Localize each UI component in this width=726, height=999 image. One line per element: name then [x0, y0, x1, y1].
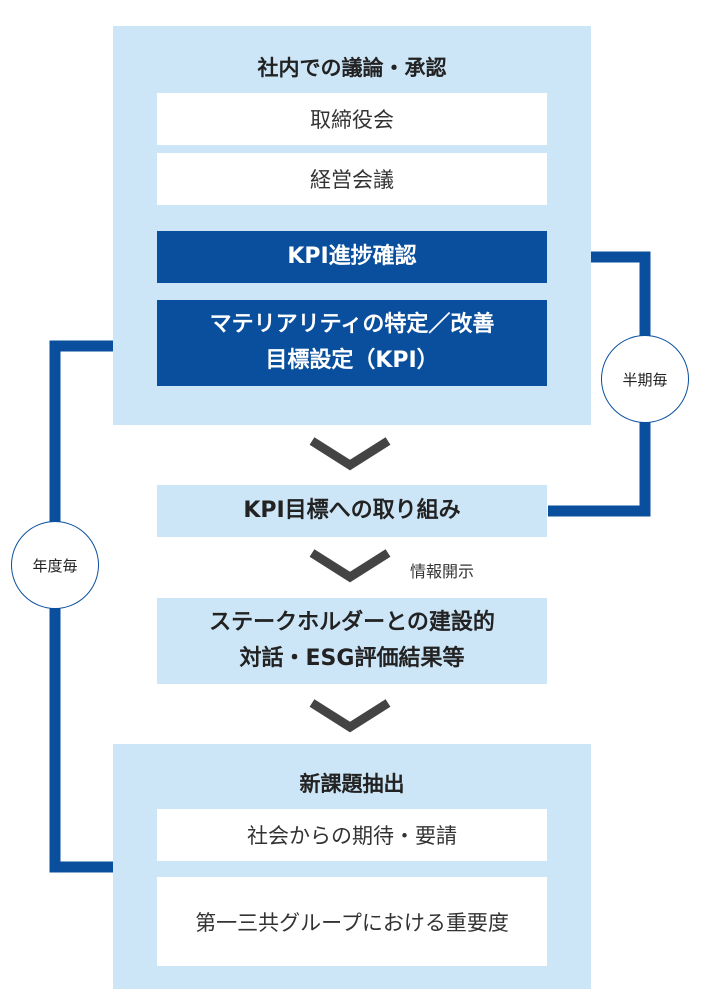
stakeholder-dialogue-box: ステークホルダーとの建設的 対話・ESG評価結果等: [157, 598, 547, 684]
management-meeting-box: 経営会議: [157, 153, 547, 205]
chevron-down-icon: [309, 699, 391, 733]
panel-title: 新課題抽出: [299, 772, 405, 796]
dialogue-line1: ステークホルダーとの建設的: [209, 610, 495, 635]
board-box: 取締役会: [157, 93, 547, 145]
annual-cycle-badge: 年度毎: [11, 521, 99, 609]
kpi-effort-box: KPI目標への取り組み: [157, 485, 547, 537]
half-year-cycle-badge: 半期毎: [601, 335, 689, 423]
dialogue-line2: 対話・ESG評価結果等: [239, 646, 465, 671]
materiality-line2: 目標設定（KPI）: [265, 348, 439, 373]
panel-title: 社内での議論・承認: [257, 56, 447, 80]
materiality-box: マテリアリティの特定／改善 目標設定（KPI）: [157, 300, 547, 386]
chevron-down-icon: [309, 437, 391, 471]
disclosure-label: 情報開示: [410, 562, 475, 581]
social-expectations-box: 社会からの期待・要請: [157, 809, 547, 861]
group-importance-box: 第一三共グループにおける重要度: [157, 877, 547, 966]
kpi-progress-box: KPI進捗確認: [157, 231, 547, 283]
materiality-line1: マテリアリティの特定／改善: [209, 312, 495, 337]
chevron-down-icon: [309, 549, 391, 583]
